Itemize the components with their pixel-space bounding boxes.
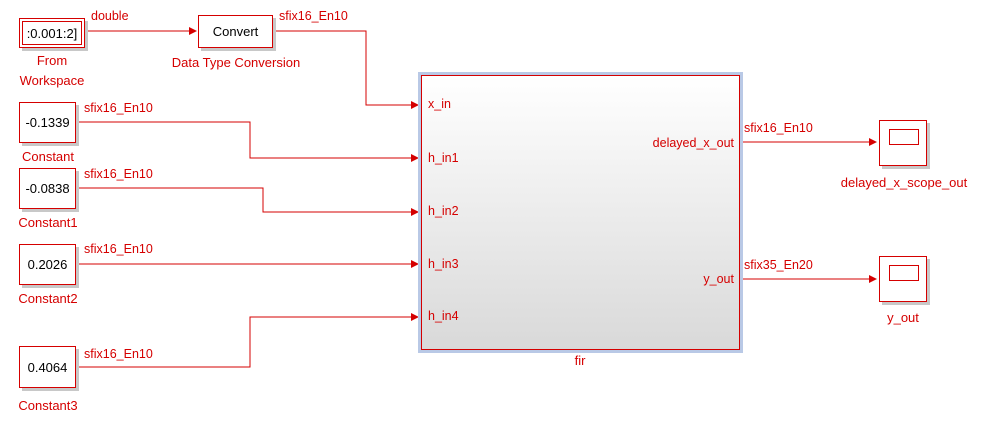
constant3-block[interactable]: 0.4064	[19, 346, 76, 388]
line-convert-xin	[274, 30, 419, 109]
constant-label: Constant	[21, 149, 75, 164]
fir-port-h-in2: h_in2	[428, 204, 459, 218]
signal-label-c0: sfix16_En10	[84, 101, 153, 115]
constant2-label: Constant2	[18, 291, 78, 306]
signal-label-yout: sfix35_En20	[744, 258, 813, 272]
fir-port-h-in3: h_in3	[428, 257, 459, 271]
fir-port-x-in: x_in	[428, 97, 451, 111]
fir-label: fir	[574, 353, 586, 368]
constant-value: -0.1339	[25, 115, 70, 130]
constant-block[interactable]: -0.1339	[19, 102, 76, 143]
fir-port-h-in1: h_in1	[428, 151, 459, 165]
delayed-x-scope-label: delayed_x_scope_out	[840, 175, 968, 190]
fir-subsystem-block[interactable]	[418, 72, 743, 353]
fir-port-delayed-x-out: delayed_x_out	[652, 136, 734, 150]
scope-icon	[889, 129, 919, 145]
signal-label-c1: sfix16_En10	[84, 167, 153, 181]
from-workspace-inner: :0.001:2]	[22, 21, 82, 45]
constant1-value: -0.0838	[25, 181, 70, 196]
delayed-x-scope-block[interactable]	[879, 120, 927, 166]
signal-label-double: double	[91, 9, 129, 23]
constant1-block[interactable]: -0.0838	[19, 168, 76, 209]
from-workspace-block[interactable]: :0.001:2]	[19, 18, 85, 48]
line-c3-hin4	[77, 313, 419, 368]
convert-block[interactable]: Convert	[198, 15, 273, 48]
constant2-value: 0.2026	[27, 257, 68, 272]
fir-port-y-out: y_out	[703, 272, 734, 286]
signal-label-c3: sfix16_En10	[84, 347, 153, 361]
constant3-value: 0.4064	[27, 359, 68, 375]
from-workspace-label-2: Workspace	[19, 73, 85, 88]
convert-label: Data Type Conversion	[171, 55, 301, 70]
fir-port-h-in4: h_in4	[428, 309, 459, 323]
scope-icon	[889, 265, 919, 281]
constant3-label: Constant3	[18, 398, 78, 413]
signal-label-delayed: sfix16_En10	[744, 121, 813, 135]
signal-label-c2: sfix16_En10	[84, 242, 153, 256]
line-c1-hin2	[77, 187, 419, 216]
from-workspace-value: :0.001:2]	[26, 25, 78, 41]
signal-label-convert: sfix16_En10	[279, 9, 348, 23]
constant1-label: Constant1	[18, 215, 78, 230]
y-out-scope-label: y_out	[887, 310, 919, 325]
constant2-block[interactable]: 0.2026	[19, 244, 76, 285]
y-out-scope-block[interactable]	[879, 256, 927, 302]
from-workspace-label-1: From	[36, 53, 68, 68]
line-c0-hin1	[77, 121, 419, 162]
convert-value: Convert	[212, 24, 259, 39]
